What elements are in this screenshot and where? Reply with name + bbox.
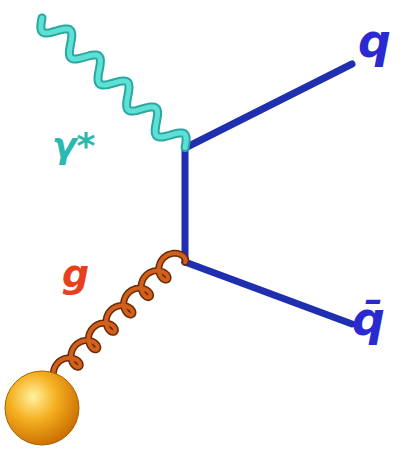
quark-label: q — [358, 18, 391, 64]
antiquark-line — [185, 262, 352, 324]
gluon-coil — [53, 253, 185, 384]
gluon-label: g — [62, 255, 89, 293]
antiquark-label: q̄ — [352, 296, 385, 342]
photon-label: γ* — [52, 128, 95, 164]
gluon-coil-highlight — [53, 253, 185, 384]
quark-propagator — [182, 148, 189, 262]
quark-lines — [185, 64, 352, 324]
quark-line — [185, 64, 352, 148]
proton-sphere — [5, 371, 79, 445]
